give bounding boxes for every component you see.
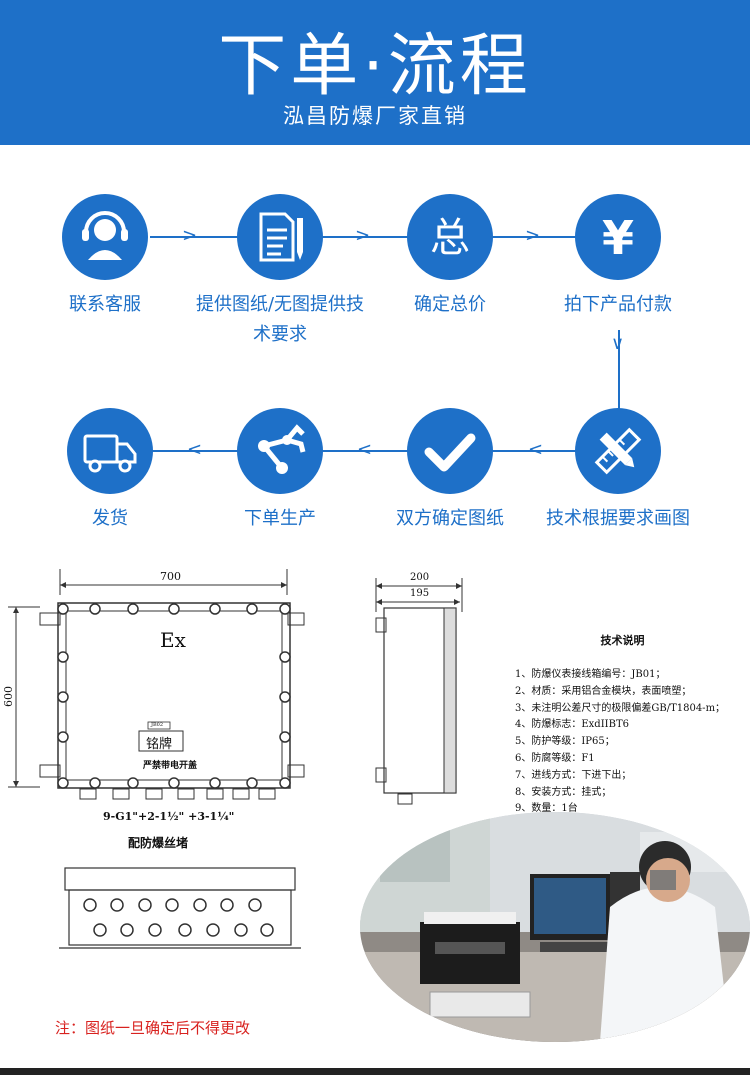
arrow-right-icon: > [355,225,371,246]
thread-spec: 9-G1"+2-1½" +3-1¼" [103,810,235,823]
page-subtitle: 泓昌防爆厂家直销 [283,104,467,128]
step-circle [237,408,323,494]
step-production: 下单生产 [180,408,380,534]
side-view-drawing [375,578,463,805]
step-label: 联系客服 [69,294,141,315]
bottom-view-drawing [59,867,301,949]
step-contact-service: 联系客服 [5,194,205,320]
robot-arm-icon [258,424,306,474]
page-title: 下单·流程 [218,27,532,106]
change-note: 注：图纸一旦确定后不得更改 [55,1019,251,1037]
arrow-left-icon: < [357,439,373,460]
step-circle [67,408,153,494]
step-circle [575,408,661,494]
ex-mark: Ex [160,628,186,652]
step-provide-drawings: 提供图纸/无图提供技术要求 [180,194,380,350]
header-banner: 下单·流程 泓昌防爆厂家直销 [0,0,750,145]
document-pen-icon [259,212,303,262]
tech-spec-item: 8、安装方式：挂式； [515,786,612,798]
tech-spec-item: 4、防爆标志：ExdIIBT6 [515,719,629,731]
arrow-left-icon: < [187,439,203,460]
step-label: 技术根据要求画图 [546,508,690,529]
headset-icon [82,211,128,260]
warning-label: 严禁带电开盖 [143,761,198,771]
step-draw-by-tech: 技术根据要求画图 [518,408,718,534]
arrow-right-icon: > [525,225,541,246]
tech-spec-item: 5、防护等级：IP65； [515,736,615,748]
step-circle: ¥ [575,194,661,280]
flow-line-right [618,330,620,410]
step-label: 下单生产 [244,508,316,529]
truck-icon [83,434,137,473]
step-circle [62,194,148,280]
side-inner-dimension: 195 [410,588,430,599]
tech-spec-item: 3、未注明公差尺寸的极限偏差GB/T1804-m； [515,702,726,714]
bottom-bar [0,1068,750,1075]
yen-icon: ¥ [602,211,634,265]
step-label: 确定总价 [414,294,486,315]
step-pay: ¥ 拍下产品付款 [518,194,718,320]
tech-spec-item: 1、防爆仪表接线箱编号：JB01； [515,669,666,680]
checkmark-icon [424,433,476,472]
plug-note: 配防爆丝堵 [128,836,189,850]
arrow-left-icon: < [528,439,544,460]
step-label: 拍下产品付款 [564,294,672,315]
step-label: 双方确定图纸 [396,508,504,529]
tech-spec-title: 技术说明 [600,634,645,647]
arrow-down-icon: ∨ [611,333,625,354]
step-circle [407,408,493,494]
flow-line-top [150,236,620,238]
total-char-icon: 总 [430,215,470,261]
nameplate-tag: JB02 [151,722,164,728]
step-confirm-drawings: 双方确定图纸 [350,408,550,534]
flow-line-bottom [150,450,620,452]
step-label: 发货 [92,508,128,529]
total-glyph: 总 [430,215,470,261]
nameplate-label: 铭牌 [146,737,173,752]
step-circle: 总 [407,194,493,280]
step-ship: 发货 [10,408,210,534]
width-dimension: 700 [160,570,181,583]
yen-glyph: ¥ [602,211,634,265]
step-confirm-price: 总 确定总价 [350,194,550,320]
tech-spec-item: 6、防腐等级：F1 [515,752,595,764]
height-dimension: 600 [2,686,15,707]
arrow-right-icon: > [182,225,198,246]
office-photo [360,812,750,1042]
step-label: 提供图纸/无图提供技术要求 [195,294,365,345]
side-outer-dimension: 200 [410,572,430,583]
front-view-drawing [8,569,305,800]
office-scene-image [360,812,750,1042]
tech-spec-item: 9、数量：1台 [515,803,578,815]
tech-spec: 技术说明 1、防爆仪表接线箱编号：JB01； 2、材质：采用铝合金模块，表面喷塑… [515,632,750,818]
step-circle [237,194,323,280]
tech-spec-item: 2、材质：采用铝合金模块，表面喷塑； [515,685,692,697]
pencil-ruler-icon [594,427,642,475]
tech-spec-item: 7、进线方式：下进下出； [515,769,632,781]
